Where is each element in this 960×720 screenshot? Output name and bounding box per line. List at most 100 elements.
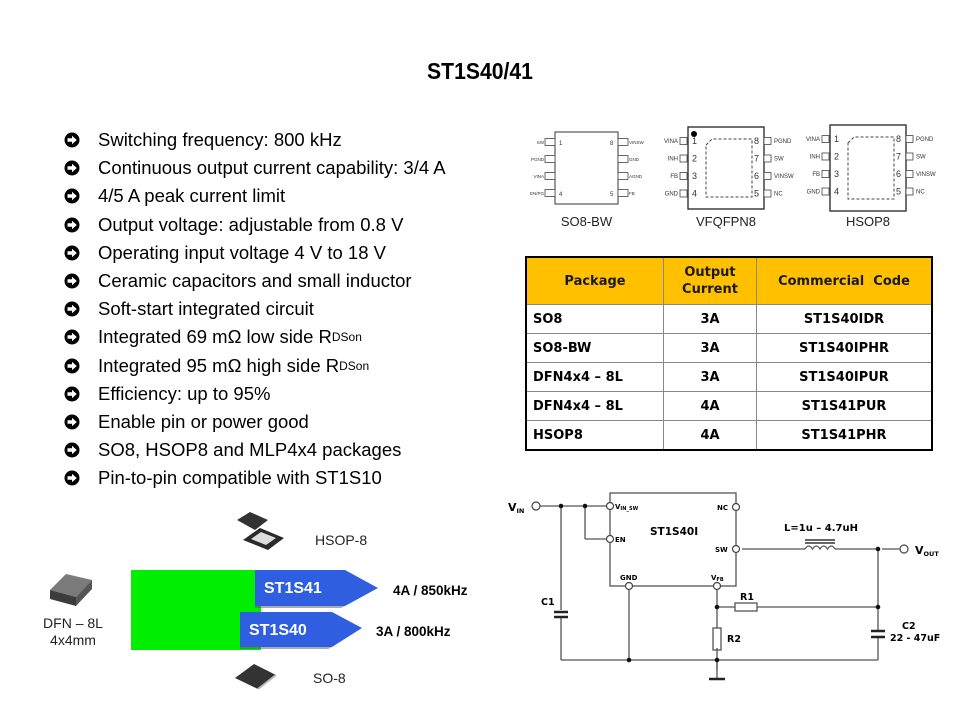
dfn-chip-side	[50, 590, 76, 606]
pin-label: GND	[807, 190, 821, 196]
feature-item: Soft-start integrated circuit	[64, 295, 446, 323]
pin-number: 1	[559, 141, 563, 147]
pin-number: 5	[610, 192, 614, 198]
label-sw: SW	[715, 546, 728, 554]
pin-number: 2	[834, 152, 839, 162]
pin-label: SW	[537, 140, 545, 145]
junction-dot	[714, 657, 720, 663]
cell-code: ST1S40IDR	[756, 304, 933, 334]
label-vfb: VFB	[711, 574, 724, 583]
pin-label: INH	[810, 155, 820, 161]
cell-code: ST1S40IPHR	[756, 333, 933, 363]
cell-package: SO8-BW	[525, 333, 664, 363]
dfn-label-line2: 4x4mm	[50, 632, 96, 648]
header-output-current-line2: Current	[682, 282, 738, 297]
feature-item: Efficiency: up to 95%	[64, 380, 446, 408]
green-block	[131, 570, 261, 650]
slide-title: ST1S40/41	[427, 58, 533, 84]
package-caption: HSOP8	[846, 214, 890, 229]
feature-text: Integrated 95 mΩ high side R	[98, 354, 340, 376]
circled-right-arrow-icon	[64, 188, 98, 204]
label-c2-value: 22 - 47uF	[890, 633, 940, 644]
pin-nc	[731, 502, 741, 512]
terminal-vout	[899, 544, 909, 554]
feature-item: Output voltage: adjustable from 0.8 V	[64, 211, 446, 239]
label-c1: C1	[541, 597, 555, 608]
pin-number: 4	[834, 187, 839, 197]
circled-right-arrow-icon	[64, 470, 98, 486]
cell-current: 3A	[663, 333, 757, 363]
label-vin: VIN	[508, 501, 524, 515]
circled-right-arrow-icon	[64, 245, 98, 261]
feature-item: Ceramic capacitors and small inductor	[64, 267, 446, 295]
cell-code: ST1S41PUR	[756, 391, 933, 421]
pin-label: VINA	[806, 137, 820, 143]
pin-label: VINA	[533, 174, 544, 179]
circled-right-arrow-icon	[64, 442, 98, 458]
feature-text: Operating input voltage 4 V to 18 V	[98, 241, 386, 263]
feature-item: Continuous output current capability: 3/…	[64, 154, 446, 182]
pin-label: INH	[668, 157, 678, 163]
st1s40-arrow	[240, 612, 362, 647]
cell-code: ST1S41PHR	[756, 420, 933, 451]
cell-current: 3A	[663, 304, 757, 334]
dfn-chip-top	[50, 574, 92, 597]
ic-name: ST1S40I	[650, 526, 698, 538]
junction-dot	[626, 657, 632, 663]
header-commercial-code: Commercial Code	[756, 256, 933, 305]
feature-text: Enable pin or power good	[98, 410, 309, 432]
pin-sw	[731, 544, 741, 554]
pin-number: 7	[754, 154, 759, 164]
feature-item: SO8, HSOP8 and MLP4x4 packages	[64, 436, 446, 464]
label-vout: VOUT	[915, 544, 939, 558]
circled-right-arrow-icon	[64, 329, 98, 345]
label-vin-sw: VIN_SW	[615, 503, 639, 512]
feature-text: Ceramic capacitors and small inductor	[98, 270, 412, 292]
st1s41-label: ST1S41	[264, 580, 322, 597]
cell-package: DFN4x4 – 8L	[525, 391, 664, 421]
pin-label: VINSW	[629, 140, 645, 145]
pin-number: 1	[692, 136, 697, 146]
circled-right-arrow-icon	[64, 160, 98, 176]
pin-number: 8	[610, 141, 614, 147]
table-header-row: Package Output Current Commercial Code	[525, 256, 933, 305]
dfn-chip-side2	[76, 580, 92, 606]
feature-text: Integrated 69 mΩ low side R	[98, 326, 332, 348]
circled-right-arrow-icon	[64, 217, 98, 233]
pin-number: 8	[754, 136, 759, 146]
junction-dot	[582, 503, 588, 509]
package-caption: SO8-BW	[561, 214, 613, 229]
label-c2: C2	[902, 621, 916, 632]
pin-number: 1	[834, 134, 839, 144]
st1s40-spec: 3A / 800kHz	[376, 624, 451, 639]
label-gnd: GND	[620, 574, 638, 582]
pin-label: VINSW	[774, 174, 794, 180]
terminal-vin	[531, 501, 541, 511]
hsop-label: HSOP-8	[315, 532, 368, 548]
cell-current: 4A	[663, 391, 757, 421]
feature-subscript: DSon	[331, 330, 362, 345]
pin-label: FB	[812, 172, 820, 178]
header-package: Package	[525, 256, 664, 305]
label-nc: NC	[717, 504, 728, 512]
product-family-svg: ST1S41 ST1S40	[50, 512, 378, 690]
feature-text: Soft-start integrated circuit	[98, 298, 314, 320]
cell-package: DFN4x4 – 8L	[525, 362, 664, 392]
feature-text: Switching frequency: 800 kHz	[98, 129, 342, 151]
cell-current: 3A	[663, 362, 757, 392]
circled-right-arrow-icon	[64, 273, 98, 289]
so8-chip-icon	[235, 664, 277, 690]
feature-item: Switching frequency: 800 kHz	[64, 126, 446, 154]
pin-label: AGND	[629, 174, 643, 179]
junction-dot	[875, 604, 881, 610]
feature-item: Enable pin or power good	[64, 408, 446, 436]
pin-label: SW	[774, 157, 784, 163]
cell-package: SO8	[525, 304, 664, 334]
pin-number: 6	[896, 169, 901, 179]
